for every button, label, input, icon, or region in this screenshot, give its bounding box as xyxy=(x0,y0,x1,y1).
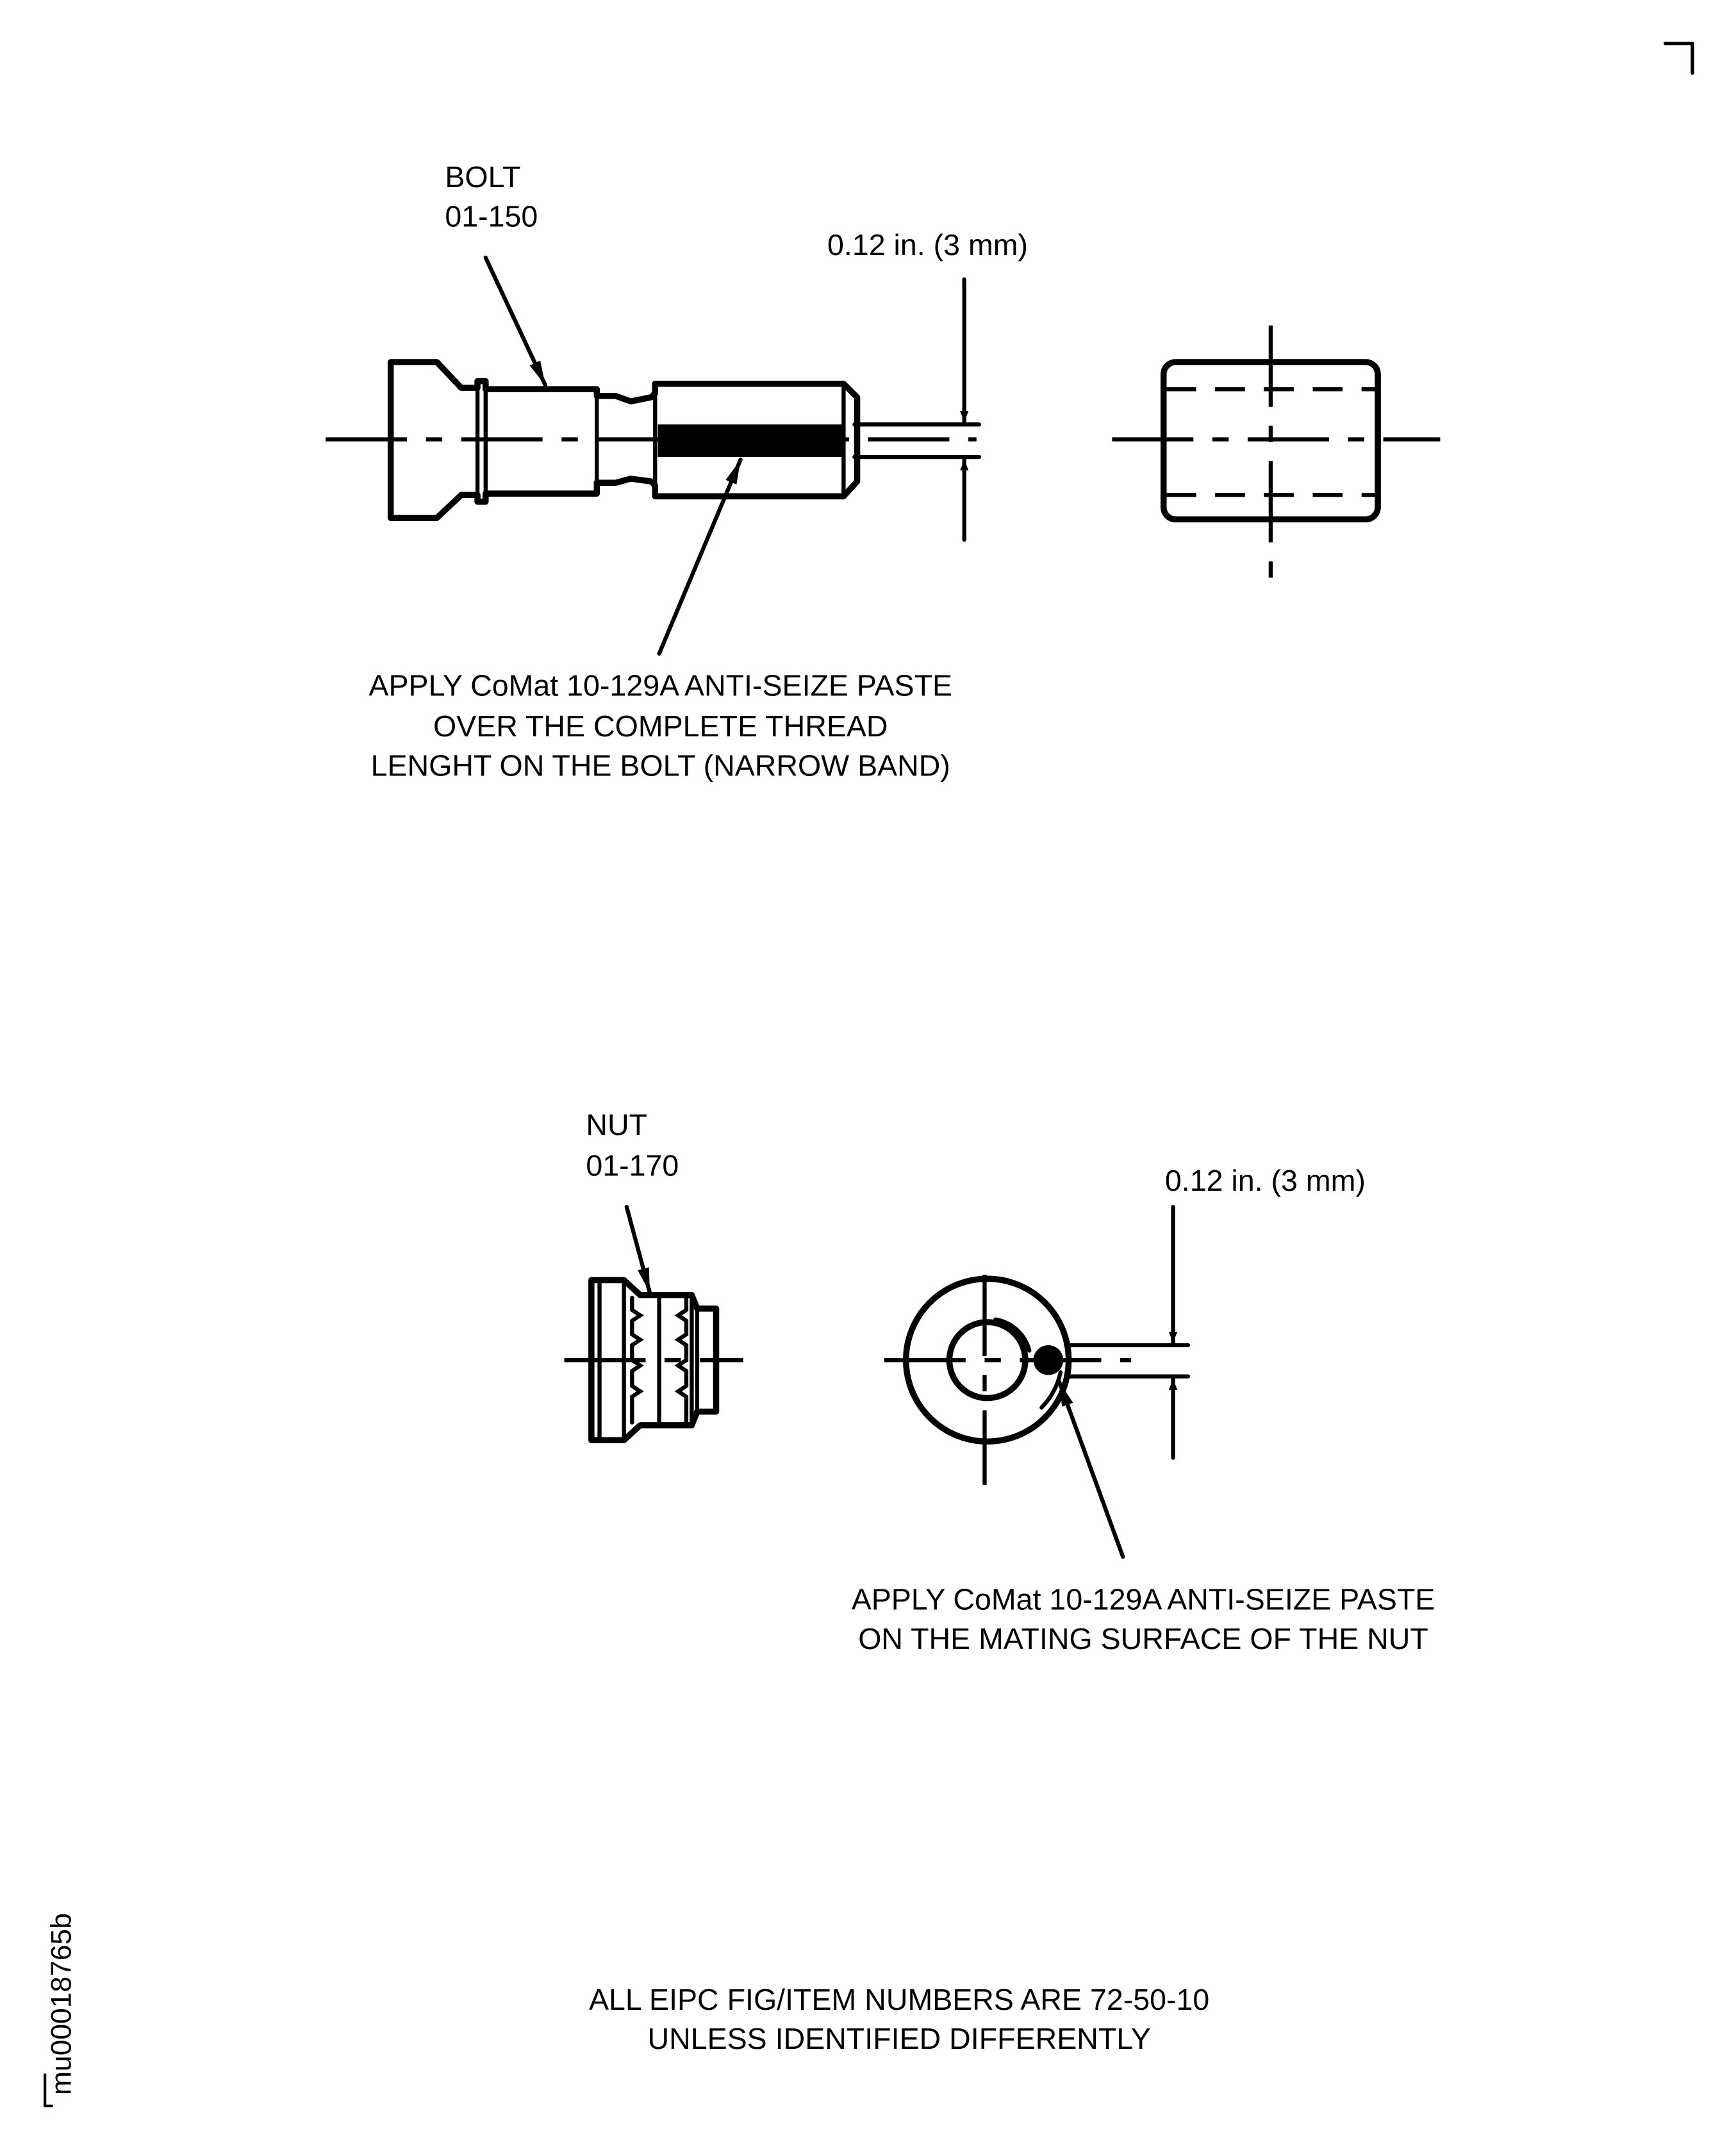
nut-side-view xyxy=(564,1204,743,1443)
bolt-side-view xyxy=(326,255,982,656)
footer-line-1: ALL EIPC FIG/ITEM NUMBERS ARE 72-50-10 xyxy=(589,1983,1209,2016)
corner-register-mark xyxy=(1664,42,1694,75)
bolt-label-leader xyxy=(483,255,548,388)
nut-note: APPLY CoMat 10-129A ANTI-SEIZE PASTE ON … xyxy=(852,1583,1435,1655)
bolt-note-line-1: APPLY CoMat 10-129A ANTI-SEIZE PASTE xyxy=(368,668,952,702)
anti-seize-band-bolt xyxy=(657,424,845,458)
footer-note: ALL EIPC FIG/ITEM NUMBERS ARE 72-50-10 U… xyxy=(589,1983,1209,2055)
nut-label-name: NUT xyxy=(586,1108,647,1141)
bolt-label-name: BOLT xyxy=(445,160,520,194)
drawing-id-text: mu00018765b xyxy=(45,1913,77,2095)
footer-line-2: UNLESS IDENTIFIED DIFFERENTLY xyxy=(647,2022,1150,2055)
bolt-note-leader xyxy=(657,458,743,656)
bolt-label: BOLT 01-150 xyxy=(445,160,538,233)
bolt-label-number: 01-150 xyxy=(445,199,538,233)
bolt-note-line-3: LENGHT ON THE BOLT (NARROW BAND) xyxy=(371,749,950,782)
nut-note-line-2: ON THE MATING SURFACE OF THE NUT xyxy=(858,1622,1428,1655)
bolt-dimension xyxy=(852,277,982,542)
bolt-outline xyxy=(387,359,861,522)
nut-dimension xyxy=(1064,1204,1191,1460)
bolt-note-line-2: OVER THE COMPLETE THREAD xyxy=(433,709,888,743)
bolt-note: APPLY CoMat 10-129A ANTI-SEIZE PASTE OVE… xyxy=(368,668,952,782)
drawing-id: mu00018765b xyxy=(44,1913,77,2108)
nut-end-view xyxy=(884,1204,1191,1559)
bolt-dimension-label: 0.12 in. (3 mm) xyxy=(827,228,1028,261)
nut-note-leader xyxy=(1057,1379,1125,1559)
bolt-cylinder-view xyxy=(1112,325,1441,581)
nut-label: NUT 01-170 xyxy=(586,1108,679,1182)
nut-note-line-1: APPLY CoMat 10-129A ANTI-SEIZE PASTE xyxy=(852,1583,1435,1616)
nut-dimension-label: 0.12 in. (3 mm) xyxy=(1165,1164,1366,1197)
nut-label-number: 01-170 xyxy=(586,1149,679,1182)
nut-label-leader xyxy=(624,1204,652,1295)
anti-seize-spot-nut xyxy=(1033,1345,1064,1375)
